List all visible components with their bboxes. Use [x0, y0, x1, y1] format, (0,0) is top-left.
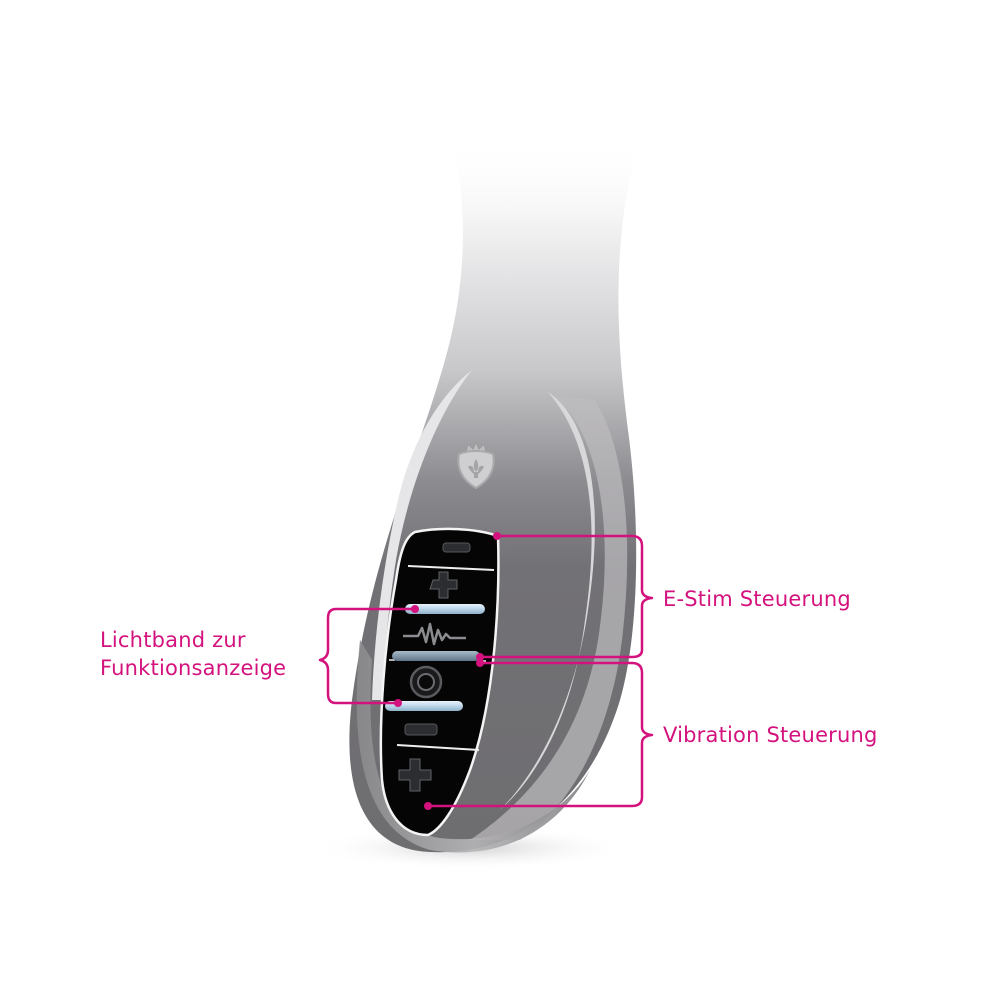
callout-dot: [424, 802, 432, 810]
lichtband-label: Lichtband zur Funktionsanzeige: [100, 626, 286, 682]
light-band-top: [405, 604, 485, 614]
divider: [407, 565, 495, 571]
vibration-bracket: [426, 661, 654, 808]
device-right-face: [470, 395, 628, 840]
plus-icon: [398, 758, 432, 792]
estim-plus-button[interactable]: [429, 571, 458, 599]
minus-icon: [404, 723, 438, 736]
estim-control-label: E-Stim Steuerung: [663, 587, 851, 611]
callout-dot: [476, 659, 484, 667]
vibration-control-label: Vibration Steuerung: [663, 723, 878, 747]
crowned-shield-fleur-de-lis-icon: [457, 440, 495, 490]
plus-icon: [429, 571, 458, 599]
estim-minus-button[interactable]: [442, 542, 471, 553]
callout-dot: [493, 532, 501, 540]
lichtband-label-line2: Funktionsanzeige: [100, 656, 287, 680]
estim-bracket: [478, 534, 654, 659]
light-band-middle: [392, 651, 480, 661]
callout-dot: [394, 699, 402, 707]
light-band-bottom: [385, 701, 463, 711]
callout-dot: [476, 653, 484, 661]
vibration-plus-button[interactable]: [398, 758, 432, 792]
lichtband-bracket: [318, 607, 417, 705]
vibration-minus-button[interactable]: [404, 723, 438, 736]
device-left-stripe: [372, 370, 472, 700]
waveform-icon: [403, 622, 466, 646]
power-icon: [409, 665, 443, 699]
divider: [396, 744, 480, 751]
callout-dot: [411, 605, 419, 613]
minus-icon: [442, 542, 471, 553]
power-button[interactable]: [409, 665, 443, 699]
mode-button[interactable]: [403, 622, 466, 646]
lichtband-label-line1: Lichtband zur: [100, 628, 246, 652]
